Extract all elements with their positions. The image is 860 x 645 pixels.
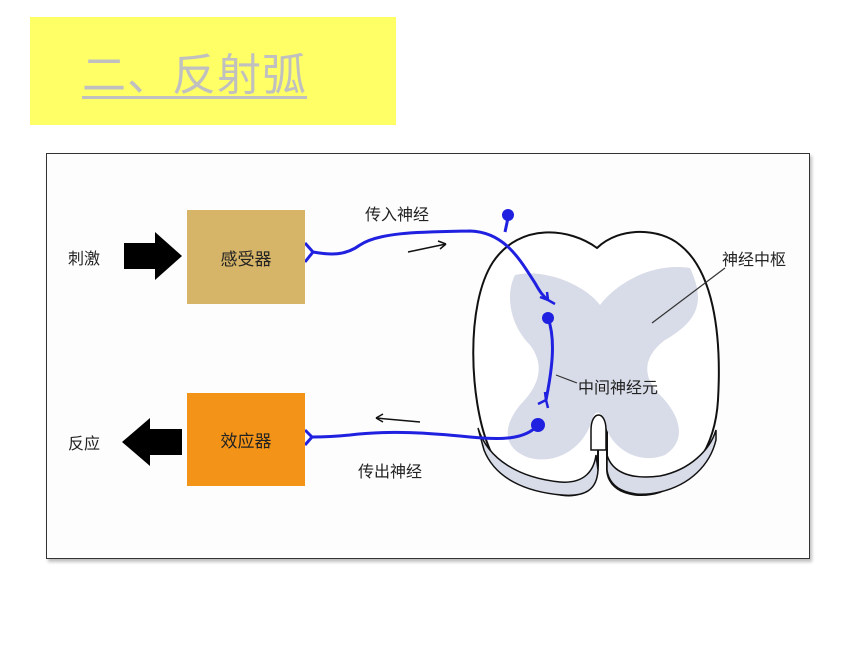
efferent-nerve-path [311,423,540,441]
afferent-nerve-label: 传入神经 [365,205,430,224]
interneuron-axon [544,317,554,401]
nerve-center-label: 神经中枢 [722,250,787,269]
direction-arrow-icon [375,413,421,423]
response-label: 反应 [68,434,101,453]
interneuron-terminal [537,391,550,409]
receptor-box: 感受器 [187,210,305,304]
afferent-nerve-path [312,229,549,302]
stimulus-label: 刺激 [68,249,101,268]
interneuron-label: 中间神经元 [578,378,659,397]
effector-box: 效应器 [187,393,305,486]
receptor-nerve-ending [303,242,315,263]
central-canal [590,414,607,451]
response-arrow-icon [122,418,182,466]
gray-matter [507,267,698,460]
afferent-neuron-cell-body [502,209,514,221]
effector-label: 效应器 [220,432,272,452]
direction-arrow-icon [407,240,447,253]
effector-nerve-ending [303,428,314,446]
efferent-nerve-label: 传出神经 [358,462,423,481]
spinal-cord-ventral-band [477,427,599,497]
interneuron-pointer [555,374,578,384]
stimulus-arrow-icon [124,232,182,280]
nerve-center-pointer [651,267,726,324]
receptor-label: 感受器 [220,249,272,270]
title-banner: 二、反射弧 [30,17,396,125]
afferent-terminal [539,291,556,306]
slide-title-link[interactable]: 二、反射弧 [82,50,307,101]
spinal-cord-ventral-band-right [606,429,717,495]
